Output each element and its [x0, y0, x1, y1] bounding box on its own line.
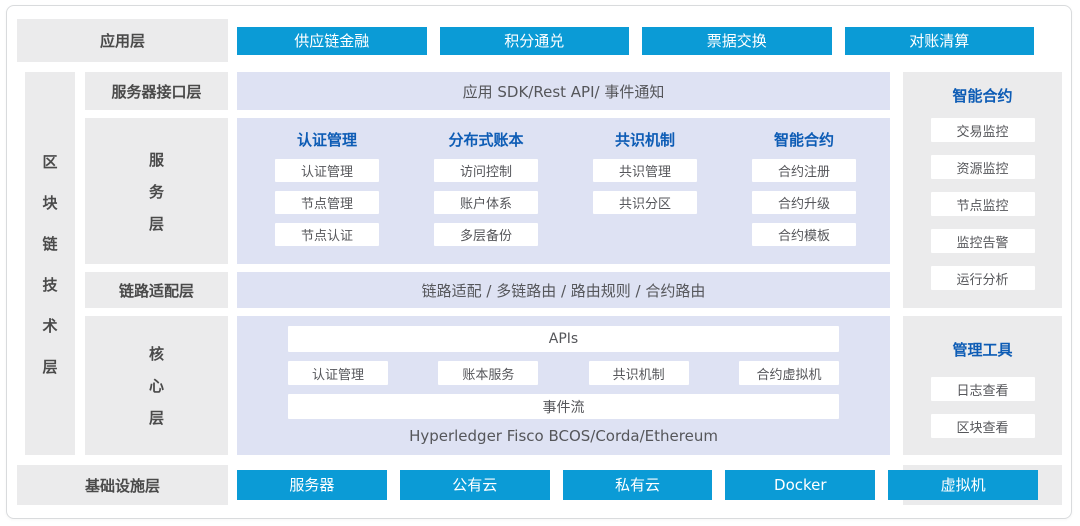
infra-layer-buttons: 服务器公有云私有云 Docker 虚拟机 — [237, 470, 1038, 500]
core-module: 合约虚拟机 — [738, 361, 839, 385]
service-module: 访问控制 — [434, 159, 538, 182]
interface-layer-bar: 应用 SDK/Rest API/ 事件通知 — [237, 72, 890, 110]
monitor-panel-header: 智能合约 — [952, 87, 1013, 105]
app-layer-label: 应用层 — [17, 19, 228, 62]
monitor-item: 节点监控 — [930, 192, 1035, 216]
service-module: 共识分区 — [593, 191, 697, 214]
core-layer-label-text: 核心层 — [147, 346, 165, 442]
core-module: 认证管理 — [288, 361, 388, 385]
tools-panel-header: 管理工具 — [952, 341, 1013, 359]
monitor-item: 资源监控 — [930, 155, 1035, 179]
service-column-items: 合约注册合约升级合约模板 — [752, 159, 856, 246]
app-layer-node: 供应链金融 — [237, 27, 427, 55]
management-tools-panel: 管理工具 日志查看区块查看 — [903, 316, 1062, 455]
service-column-auth: 认证管理 认证管理节点管理节点认证 — [265, 118, 389, 264]
service-module: 多层备份 — [434, 223, 538, 246]
infra-layer-node: 公有云 — [399, 470, 550, 500]
link-layer-label: 链路适配层 — [85, 272, 228, 308]
monitor-item: 监控告警 — [930, 229, 1035, 253]
infra-layer-node: 私有云 — [562, 470, 713, 500]
core-layer-panel: APIs 认证管理 账本服务 共识机制 合约虚拟机 事件流 Hyperledger F… — [237, 316, 890, 455]
core-event-stream-bar: 事件流 — [288, 394, 839, 419]
service-layer-panel: 认证管理 认证管理节点管理节点认证 分布式账本 访问控制账户体系多层备份 共识机… — [237, 118, 890, 264]
service-module: 合约注册 — [752, 159, 856, 182]
tools-panel-items: 日志查看区块查看 — [930, 377, 1035, 438]
infra-layer-node: 服务器 — [237, 470, 387, 500]
service-module: 合约升级 — [752, 191, 856, 214]
service-column-header: 分布式账本 — [448, 131, 524, 149]
tech-layer-label: 区块链技术层 — [25, 72, 75, 455]
infra-layer-node: 虚拟机 — [888, 470, 1038, 500]
app-layer-node: 对账清算 — [844, 27, 1034, 55]
core-layer-label: 核心层 — [85, 316, 228, 455]
service-column-ledger: 分布式账本 访问控制账户体系多层备份 — [424, 118, 548, 264]
service-module: 账户体系 — [434, 191, 538, 214]
service-column-items: 共识管理共识分区 — [593, 159, 697, 214]
tech-layer-label-text: 区块链技术层 — [40, 153, 59, 400]
tool-item: 日志查看 — [930, 377, 1035, 401]
core-module: 账本服务 — [438, 361, 539, 385]
infra-layer-label: 基础设施层 — [17, 465, 228, 505]
service-column-contract: 智能合约 合约注册合约升级合约模板 — [742, 118, 866, 264]
service-column-header: 智能合约 — [773, 131, 834, 149]
link-layer-bar: 链路适配 / 多链路由 / 路由规则 / 合约路由 — [237, 272, 890, 308]
service-column-header: 认证管理 — [296, 131, 357, 149]
service-module: 共识管理 — [593, 159, 697, 182]
monitor-item: 运行分析 — [930, 266, 1035, 290]
tool-item: 区块查看 — [930, 414, 1035, 438]
monitor-item: 交易监控 — [930, 118, 1035, 142]
service-module: 节点管理 — [275, 191, 379, 214]
smart-contract-monitor-panel: 智能合约 交易监控资源监控节点监控监控告警运行分析 — [903, 72, 1062, 308]
core-module: 共识机制 — [588, 361, 689, 385]
service-module: 合约模板 — [752, 223, 856, 246]
service-column-items: 认证管理节点管理节点认证 — [275, 159, 379, 246]
app-layer-node: 积分通兑 — [439, 27, 629, 55]
infra-layer-node: Docker — [725, 470, 876, 500]
monitor-panel-items: 交易监控资源监控节点监控监控告警运行分析 — [930, 118, 1035, 290]
core-platforms-text: Hyperledger Fisco BCOS/Corda/Ethereum — [409, 427, 718, 445]
service-column-items: 访问控制账户体系多层备份 — [434, 159, 538, 246]
service-layer-label-text: 服务层 — [147, 151, 165, 248]
service-module: 认证管理 — [275, 159, 379, 182]
app-layer-node: 票据交换 — [642, 27, 832, 55]
service-column-consensus: 共识机制 共识管理共识分区 — [583, 118, 707, 264]
service-layer-label: 服务层 — [85, 118, 228, 264]
app-layer-buttons: 供应链金融积分通兑票据交换对账清算 — [237, 27, 1034, 55]
core-modules-row: 认证管理 账本服务 共识机制 合约虚拟机 — [288, 361, 839, 385]
interface-layer-label: 服务器接口层 — [85, 72, 228, 110]
service-column-header: 共识机制 — [614, 131, 675, 149]
core-apis-bar: APIs — [288, 326, 839, 352]
service-module: 节点认证 — [275, 223, 379, 246]
